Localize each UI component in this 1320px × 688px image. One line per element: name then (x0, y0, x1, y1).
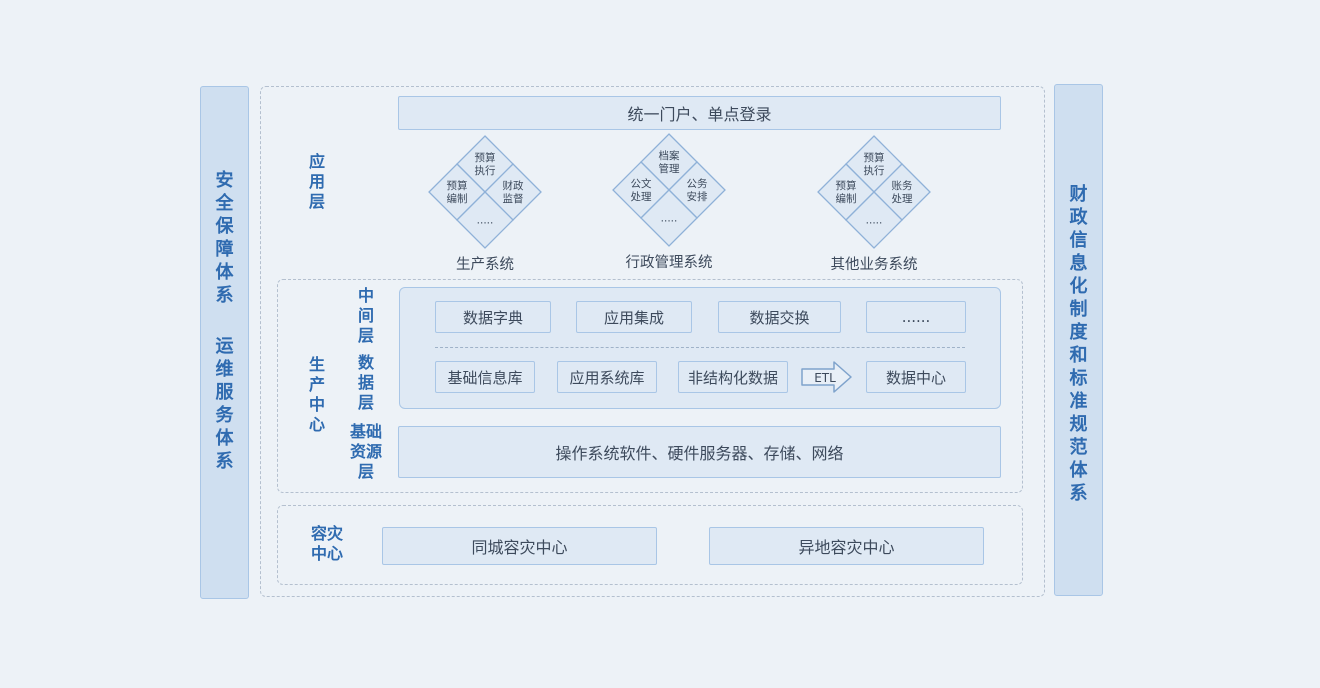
app-layer-label: 应 用 层 (308, 152, 325, 211)
production-center-frame (277, 279, 1023, 493)
diamond-label-right: 公务安排 (687, 177, 708, 203)
data-dictionary-box: 数据字典 (435, 301, 551, 333)
infra-layer-label: 基础 资源 层 (349, 422, 382, 481)
app-integration-box: 应用集成 (576, 301, 692, 333)
diamond-bottom (456, 191, 514, 249)
dr-center-label: 容灾 中心 (310, 524, 343, 563)
standards-system-label: 财 政 信 息 化 制 度 和 标 准 规 范 体 系 (1069, 184, 1088, 504)
ops-service-system-label: 运 维 服 务 体 系 (215, 336, 234, 472)
security-ops-panel: 安 全 保 障 体 系 运 维 服 务 体 系 (200, 86, 249, 599)
infrastructure-box: 操作系统软件、硬件服务器、存储、网络 (398, 426, 1001, 478)
unified-portal-box: 统一门户、单点登录 (398, 96, 1001, 130)
etl-arrow: ETL (801, 361, 852, 393)
diamond-label-right: 财政监督 (503, 179, 524, 205)
same-city-dr-box: 同城容灾中心 (382, 527, 657, 565)
system-name-production: 生产系统 (456, 257, 514, 273)
diamond-label-bottom: ..... (661, 213, 678, 225)
diamond-label-bottom: ..... (866, 215, 883, 227)
data-layer-label: 数 据 层 (357, 353, 374, 412)
diamond-label-left: 预算编制 (836, 179, 857, 205)
diamond-label-bottom: ..... (477, 215, 494, 227)
diamond-label-left: 公文处理 (631, 177, 652, 203)
production-center-label: 生 产 中 心 (308, 355, 325, 434)
data-exchange-box: 数据交换 (718, 301, 841, 333)
middleware-more-box: ...... (866, 301, 966, 333)
diamond-bottom (640, 189, 698, 247)
diamond-label-top: 预算执行 (475, 151, 496, 177)
system-clusters: 预算执行预算编制财政监督.....档案管理公文处理公务安排.....预算执行预算… (428, 133, 931, 249)
system-name-admin: 行政管理系统 (625, 255, 713, 271)
base-info-db-box: 基础信息库 (435, 361, 535, 393)
system-name-other: 其他业务系统 (830, 257, 918, 273)
panel-divider (435, 347, 965, 348)
diamond-label-top: 档案管理 (659, 149, 680, 175)
etl-label: ETL (814, 371, 836, 385)
middleware-layer-label: 中 间 层 (357, 286, 374, 345)
diamond-label-right: 账务处理 (892, 179, 913, 205)
diamond-label-left: 预算编制 (447, 179, 468, 205)
dr-center-frame (277, 505, 1023, 585)
security-system-label: 安 全 保 障 体 系 (215, 170, 234, 306)
main-architecture-frame (260, 86, 1045, 597)
data-center-box: 数据中心 (866, 361, 966, 393)
diamond-bottom (845, 191, 903, 249)
app-system-db-box: 应用系统库 (557, 361, 657, 393)
remote-dr-box: 异地容灾中心 (709, 527, 984, 565)
unstructured-data-box: 非结构化数据 (678, 361, 788, 393)
diamond-label-top: 预算执行 (864, 151, 885, 177)
standards-panel: 财 政 信 息 化 制 度 和 标 准 规 范 体 系 (1054, 84, 1103, 596)
